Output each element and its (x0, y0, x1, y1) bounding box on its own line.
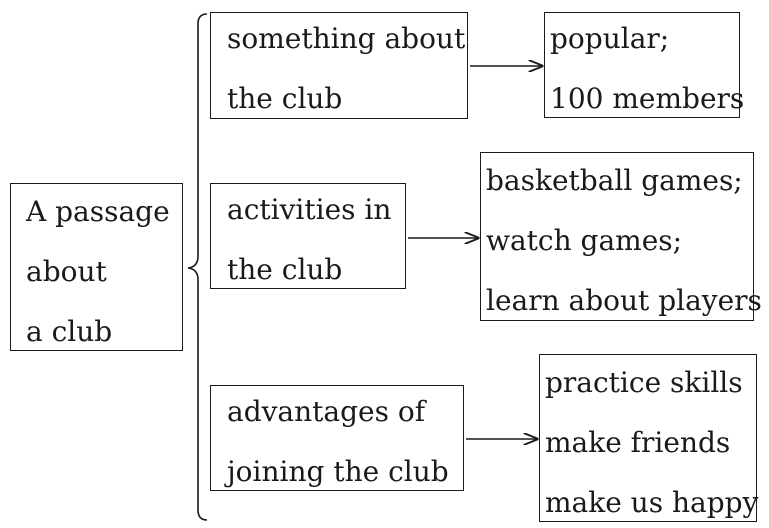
category-line: the club (227, 253, 343, 286)
detail-box-branch-1: popular; 100 members (544, 12, 744, 118)
curly-brace (187, 13, 208, 521)
category-box-activities-in-club: activities in the club (210, 183, 406, 289)
detail-line: watch games; (486, 224, 683, 257)
category-line: advantages of (227, 395, 426, 428)
detail-line: practice skills (545, 366, 743, 399)
category-box-advantages-of-joining: advantages of joining the club (210, 385, 464, 491)
detail-box-branch-2: basketball games; watch games; learn abo… (480, 152, 762, 321)
root-box: A passage about a club (10, 183, 183, 351)
category-box-something-about-club: something about the club (210, 12, 468, 119)
detail-line: make us happy (545, 486, 759, 519)
root-line: A passage (26, 195, 170, 228)
detail-line: basketball games; (486, 164, 743, 197)
root-line: about (26, 255, 107, 288)
root-line: a club (26, 315, 113, 348)
detail-line: make friends (545, 426, 731, 459)
category-line: joining the club (227, 455, 449, 488)
category-line: the club (227, 82, 343, 115)
detail-line: 100 members (550, 82, 745, 115)
detail-box-branch-3: practice skills make friends make us hap… (539, 354, 759, 522)
detail-line: popular; (550, 22, 670, 55)
detail-line: learn about players (486, 284, 762, 317)
category-line: something about (227, 22, 466, 55)
category-line: activities in (227, 193, 392, 226)
